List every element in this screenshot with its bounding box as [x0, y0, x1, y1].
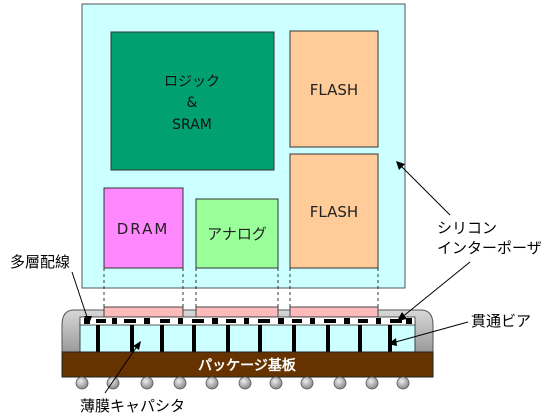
analog-block [195, 198, 279, 269]
through-via-label: 貫通ビア [471, 312, 531, 330]
package-substrate [61, 351, 434, 378]
interposer-arrowhead-2 [397, 312, 407, 321]
via-arrowhead [388, 338, 397, 346]
projection-lines [103, 268, 379, 310]
interposer-leader-2 [400, 261, 471, 319]
die-chips-cross-section [103, 306, 379, 318]
multilayer-wiring-label: 多層配線 [10, 253, 70, 271]
dram-label: DRAM [117, 220, 170, 238]
wiring-leader [71, 271, 89, 321]
flash-bottom-label: FLASH [310, 203, 358, 221]
thin-film-capacitor-label: 薄膜キャパシタ [80, 397, 185, 415]
flash-block-bottom [289, 153, 379, 269]
interposer-leader [399, 164, 451, 216]
wiring-pattern [84, 318, 412, 324]
ampersand-label: & [187, 95, 198, 111]
solder-balls [75, 376, 410, 390]
through-vias [96, 325, 392, 352]
logic-label: ロジック [164, 74, 220, 90]
dram-block [103, 187, 184, 269]
silicon-label: シリコン [437, 219, 497, 237]
flash-block-top [289, 30, 379, 148]
via-leader [391, 321, 469, 344]
wiring-arrowhead [84, 316, 92, 324]
sram-label: SRAM [172, 117, 212, 133]
interposer-label: インターポーザ [437, 239, 542, 257]
analog-label: アナログ [207, 225, 267, 243]
flash-top-label: FLASH [310, 81, 358, 99]
logic-sram-block [110, 31, 275, 171]
interposer-arrowhead [396, 161, 405, 170]
capacitor-arrowhead [133, 341, 141, 350]
capacitor-leader [104, 344, 139, 394]
package-substrate-label: パッケージ基板 [198, 357, 297, 374]
